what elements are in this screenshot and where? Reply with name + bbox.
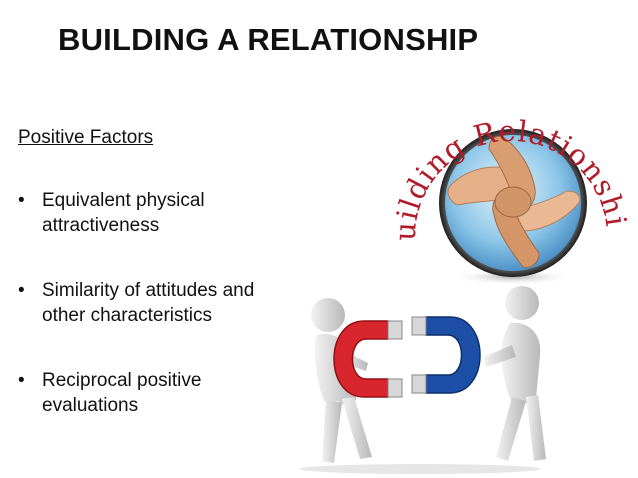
factor-list: Equivalent physical attractiveness Simil… [18,188,288,458]
horseshoe-magnet [333,316,481,398]
right-figure [484,286,546,461]
factor-item: Equivalent physical attractiveness [18,188,288,238]
building-relationships-logo: Building Relationships [385,55,630,285]
positive-factors-heading: Positive Factors [18,127,154,148]
slide-title: BUILDING A RELATIONSHIP [58,22,479,57]
factor-item: Similarity of attitudes and other charac… [18,278,288,328]
linked-hands-image [447,136,581,268]
factor-item: Reciprocal positive evaluations [18,368,288,418]
magnet-figures-illustration [300,286,546,474]
